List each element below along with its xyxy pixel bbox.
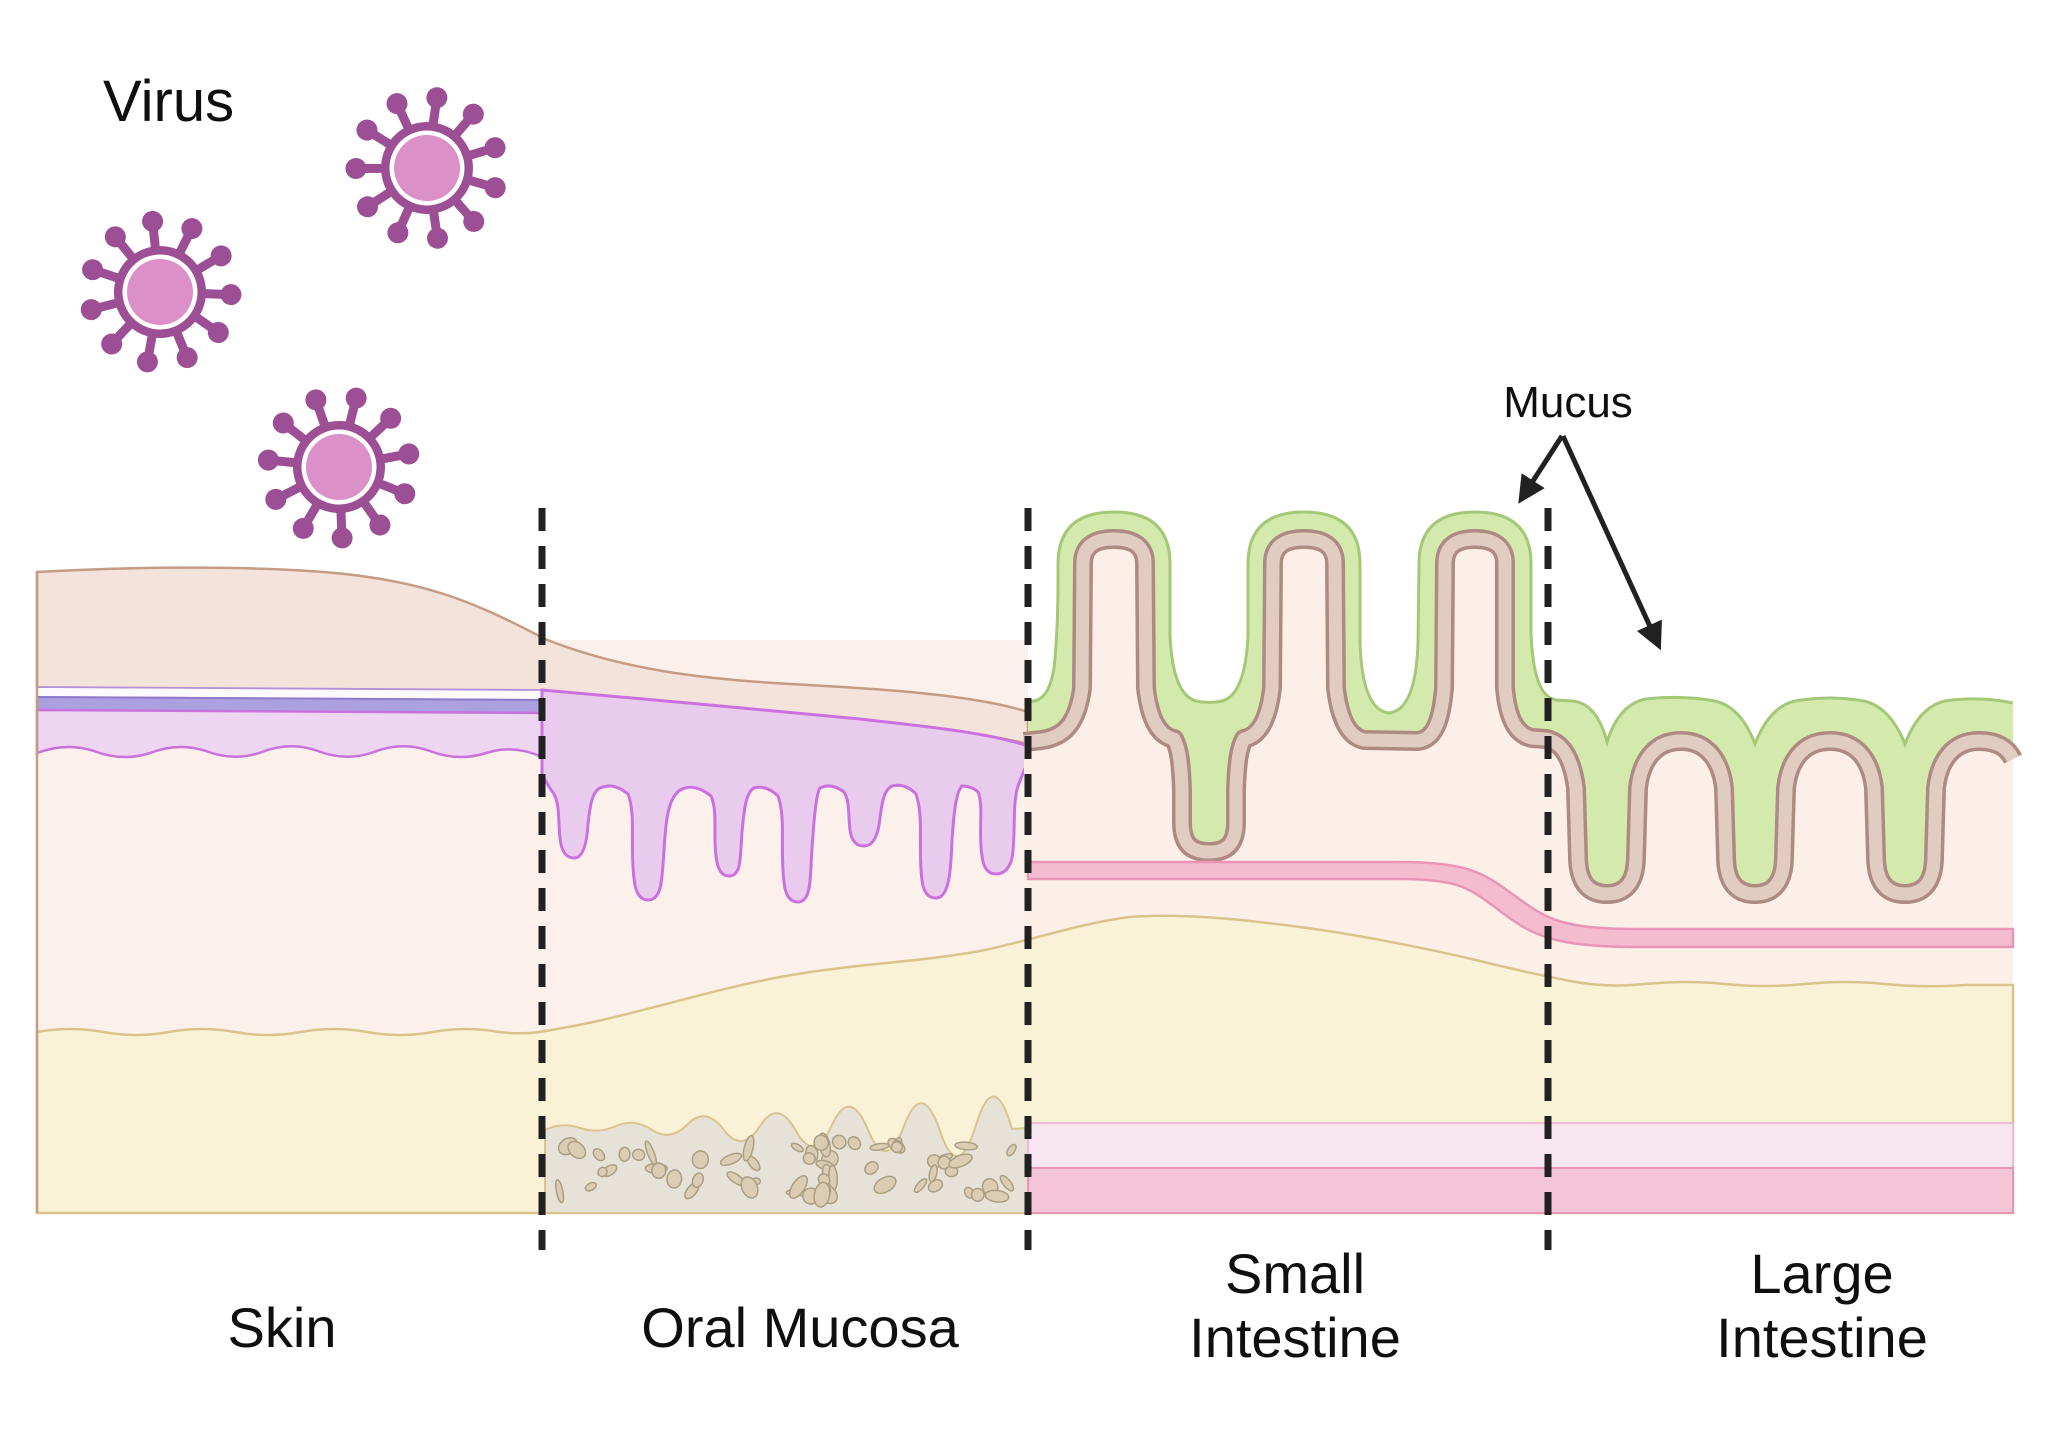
villus-core — [1287, 553, 1321, 830]
skin-label: Skin — [227, 1296, 337, 1359]
small-intestine-label: Small Intestine — [1189, 1242, 1401, 1369]
virus-label: Virus — [103, 69, 235, 134]
villus-core — [1097, 553, 1131, 830]
oral-mucosa-layer — [540, 688, 1030, 904]
virus-icon — [240, 368, 439, 566]
muscularis-pink-band — [1026, 860, 2015, 949]
mucus-surface-outline — [1027, 510, 2014, 749]
mucus-label: Mucus — [1503, 378, 1633, 427]
virus-icon — [70, 202, 250, 381]
oral-mucosa-label: Oral Mucosa — [641, 1296, 959, 1359]
muscle-dark-pink-band — [1027, 1167, 2014, 1214]
large-intestine-label: Large Intestine — [1716, 1242, 1928, 1369]
virus-icon — [334, 76, 519, 260]
mucus-arrow-left — [1518, 434, 1565, 504]
bone-speckles — [555, 1132, 1017, 1208]
villus-core — [1458, 553, 1492, 830]
mucus-arrow-right — [1560, 434, 1662, 651]
bone-speckled-band — [544, 1095, 1029, 1214]
lavender-band — [35, 708, 544, 759]
epithelium-lining — [1023, 532, 2019, 901]
submucosa-light-pink-band — [1027, 1122, 2014, 1169]
